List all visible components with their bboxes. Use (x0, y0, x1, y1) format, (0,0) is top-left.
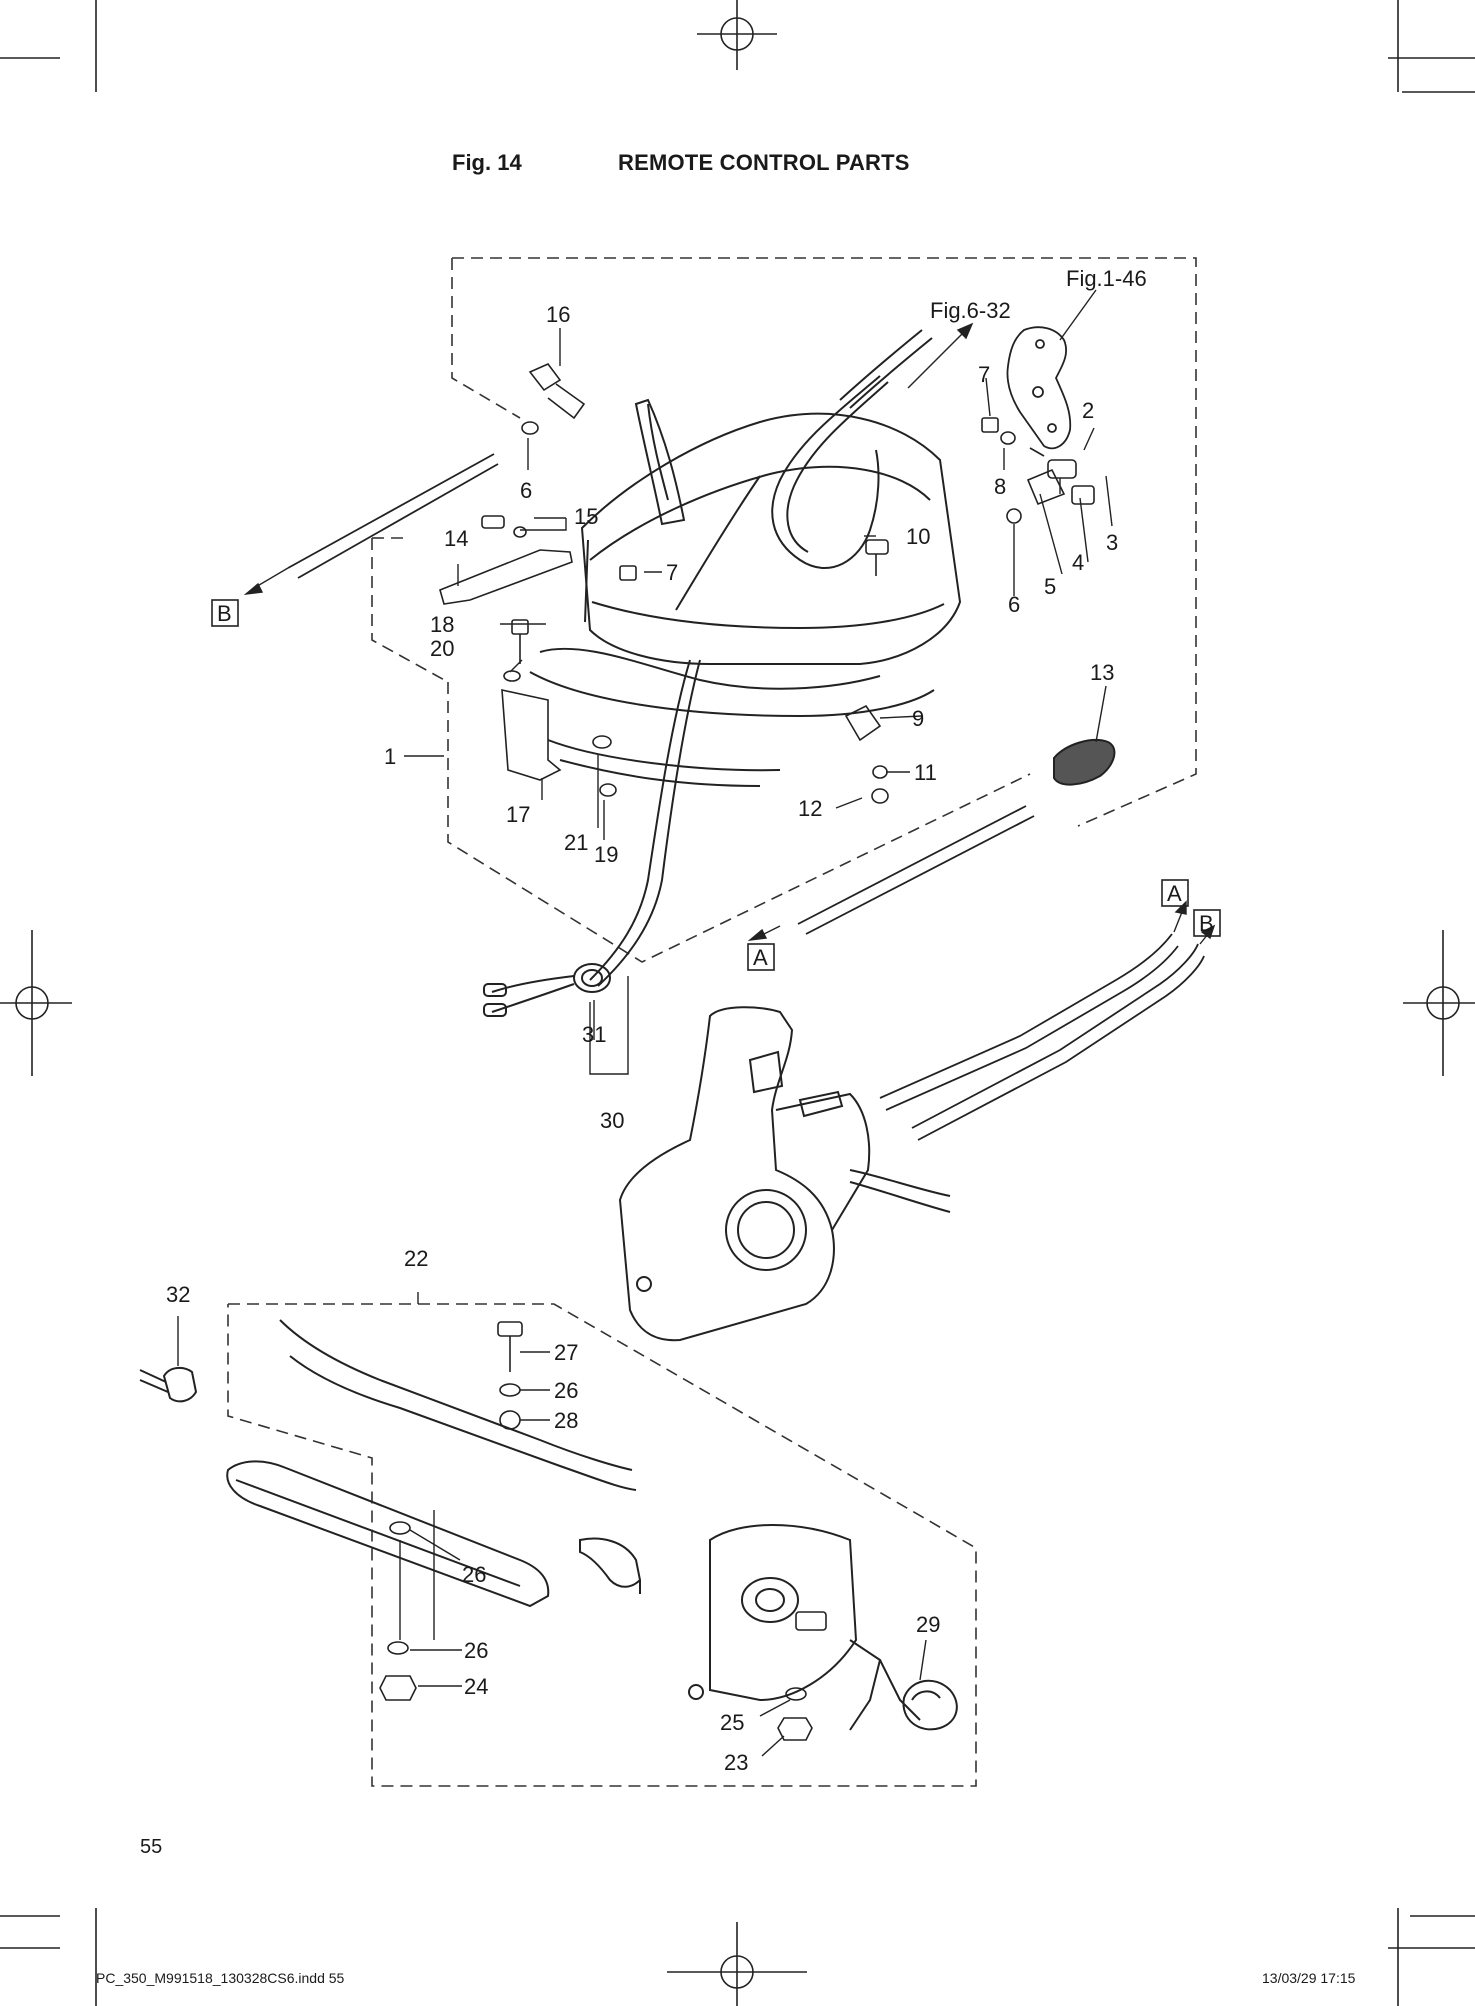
tiller-bracket (634, 398, 686, 526)
reference-fig6-32: Fig.6-32 (930, 298, 1011, 323)
callout-28: 28 (554, 1408, 578, 1433)
small-hardware (439, 363, 1095, 804)
callout-26c: 26 (464, 1638, 488, 1663)
connector-box-b-left: B (211, 599, 239, 627)
callout-16: 16 (546, 302, 570, 327)
callout-12: 12 (798, 796, 822, 821)
throttle-lever-item-13 (1053, 739, 1116, 786)
wiring-harness (589, 329, 933, 987)
callout-9: 9 (912, 706, 924, 731)
callout-21: 21 (564, 830, 588, 855)
figure-title: REMOTE CONTROL PARTS (618, 150, 910, 175)
callout-2: 2 (1082, 398, 1094, 423)
registration-mark-bottom (667, 1922, 807, 2006)
connector-label-b-left: B (217, 601, 232, 626)
callout-15: 15 (574, 504, 598, 529)
connector-label-a-right: A (1167, 881, 1182, 906)
callout-7b: 7 (978, 362, 990, 387)
print-file-name: PC_350_M991518_130328CS6.indd 55 (96, 1970, 345, 1986)
assembly-boundary-upper (371, 257, 1197, 963)
control-cables-upper (287, 453, 1035, 935)
connector-box-b-right: B (1193, 909, 1221, 937)
knob-item-29 (902, 1679, 958, 1731)
registration-mark-right (1403, 930, 1475, 1076)
callout-23: 23 (724, 1750, 748, 1775)
tiller-arm-lower (226, 1319, 642, 1608)
callout-20: 20 (430, 636, 454, 661)
callout-8: 8 (994, 474, 1006, 499)
connector-label-b-right: B (1199, 911, 1214, 936)
callout-31: 31 (582, 1022, 606, 1047)
callout-7: 7 (666, 560, 678, 585)
callout-17: 17 (506, 802, 530, 827)
callout-30: 30 (600, 1108, 624, 1133)
leader-lines (177, 289, 1113, 1757)
print-timestamp: 13/03/29 17:15 (1262, 1970, 1356, 1986)
registration-mark-top (697, 0, 777, 70)
callout-14: 14 (444, 526, 468, 551)
mounting-plate-fig1-46 (1006, 326, 1072, 450)
assembly-boundary-lower (227, 1303, 977, 1787)
callout-32: 32 (166, 1282, 190, 1307)
callout-29: 29 (916, 1612, 940, 1637)
callout-27: 27 (554, 1340, 578, 1365)
fitting-item-32 (139, 1366, 198, 1403)
callout-24: 24 (464, 1674, 488, 1699)
callout-26b: 26 (462, 1562, 486, 1587)
remote-control-box (618, 1006, 951, 1342)
callout-19: 19 (594, 842, 618, 867)
figure-number: Fig. 14 (452, 150, 522, 175)
callout-26a: 26 (554, 1378, 578, 1403)
callout-25: 25 (720, 1710, 744, 1735)
arrow-leaders (243, 322, 1216, 945)
connector-box-a-right: A (1161, 879, 1189, 907)
grommet-item-31 (483, 963, 611, 1017)
callout-10: 10 (906, 524, 930, 549)
part-callouts: 16 6 15 14 7 18 20 1 17 21 19 10 9 11 12… (166, 302, 1118, 1775)
pulley-assembly (688, 1524, 921, 1731)
connector-box-a-lower: A (747, 943, 775, 971)
callout-3: 3 (1106, 530, 1118, 555)
connector-label-a-lower: A (753, 945, 768, 970)
page-number: 55 (140, 1836, 163, 1858)
control-cables-remote (879, 933, 1205, 1141)
callout-5: 5 (1044, 574, 1056, 599)
registration-mark-left (0, 930, 72, 1076)
callout-4: 4 (1072, 550, 1084, 575)
callout-18: 18 (430, 612, 454, 637)
outboard-bottom-cowl (529, 412, 962, 787)
callout-6b: 6 (1008, 592, 1020, 617)
callout-13: 13 (1090, 660, 1114, 685)
callout-6: 6 (520, 478, 532, 503)
callout-11: 11 (914, 760, 937, 785)
callout-1: 1 (384, 744, 396, 769)
reference-fig1-46: Fig.1-46 (1066, 266, 1147, 291)
callout-22: 22 (404, 1246, 428, 1271)
